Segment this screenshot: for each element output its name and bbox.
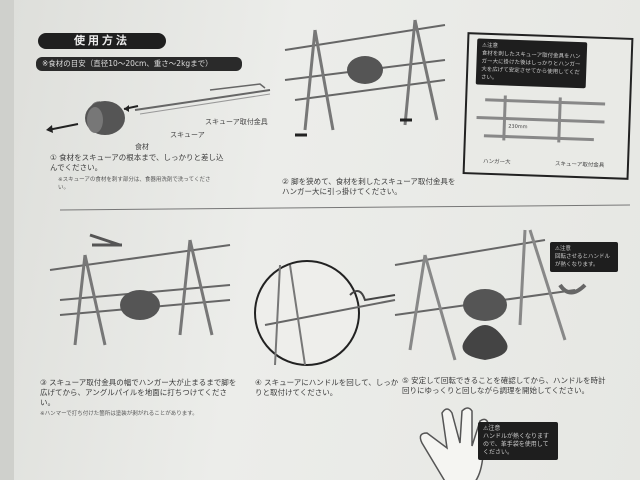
dimension-label: 230mm — [508, 123, 528, 131]
glove-icon — [419, 407, 489, 480]
caution-title: ⚠注意 — [555, 246, 571, 252]
step1-illustration — [46, 83, 271, 135]
fitting-label: スキューア取付金具 — [205, 118, 268, 126]
step2-caution: ⚠注意 食材を刺したスキューア取付金具をハンガー大に掛けた後はしっかりとハンガー… — [475, 38, 588, 89]
hanger-diagram — [476, 95, 606, 143]
fitting-label: スキューア取付金具 — [554, 161, 605, 169]
step2-text: ② 脚を狭めて、食材を刺したスキューア取付金具をハンガー大に引っ掛けてください。 — [282, 177, 456, 196]
food-size-guideline: ※食材の目安（直径10〜20cm、重さ〜2kgまで） — [36, 57, 242, 71]
page-title: 使用方法 — [38, 33, 166, 49]
step5-illustration — [394, 229, 587, 361]
caution-text: ハンドルが熱くなりますので、革手袋を使用してください。 — [483, 433, 550, 456]
step3-text: ③ スキューア取付金具の幅でハンガー大が止まるまで脚を広げてから、アングルパイル… — [40, 378, 237, 407]
step3-illustration — [49, 233, 231, 346]
caution-text: 食材を刺したスキューア取付金具をハンガー大に掛けた後はしっかりとハンガー大を広げ… — [480, 50, 581, 82]
step1-note: ※スキューアの食材を刺す部分は、食器用洗剤で洗ってください。 — [58, 177, 211, 191]
caution-text: 回転させるとハンドルが熱くなります。 — [555, 254, 611, 268]
step3-note: ※ハンマーで打ち付けた箇所は塗装が剥がれることがあります。 — [40, 411, 198, 417]
step1-text: ① 食材をスキューアの根本まで、しっかりと差し込んでください。 — [50, 153, 224, 172]
glove-caution: ⚠注意 ハンドルが熱くなりますので、革手袋を使用してください。 — [478, 422, 558, 460]
step4-text: ④ スキューアにハンドルを回して、しっかりと取付けてください。 — [255, 378, 399, 397]
hanger-label: ハンガー大 — [482, 158, 511, 166]
step5-text: ⑤ 安定して回転できることを確認してから、ハンドルを時計回りにゆっくりと回しなが… — [402, 376, 606, 395]
skewer-label: スキューア — [170, 131, 205, 139]
food-label: 食材 — [135, 143, 149, 151]
step2-illustration — [284, 19, 446, 137]
caution-detail-box: ⚠注意 食材を刺したスキューア取付金具をハンガー大に掛けた後はしっかりとハンガー… — [462, 32, 634, 180]
step5-caution: ⚠注意 回転させるとハンドルが熱くなります。 — [550, 242, 618, 272]
caution-title: ⚠注意 — [483, 425, 501, 432]
step4-illustration — [254, 260, 396, 366]
